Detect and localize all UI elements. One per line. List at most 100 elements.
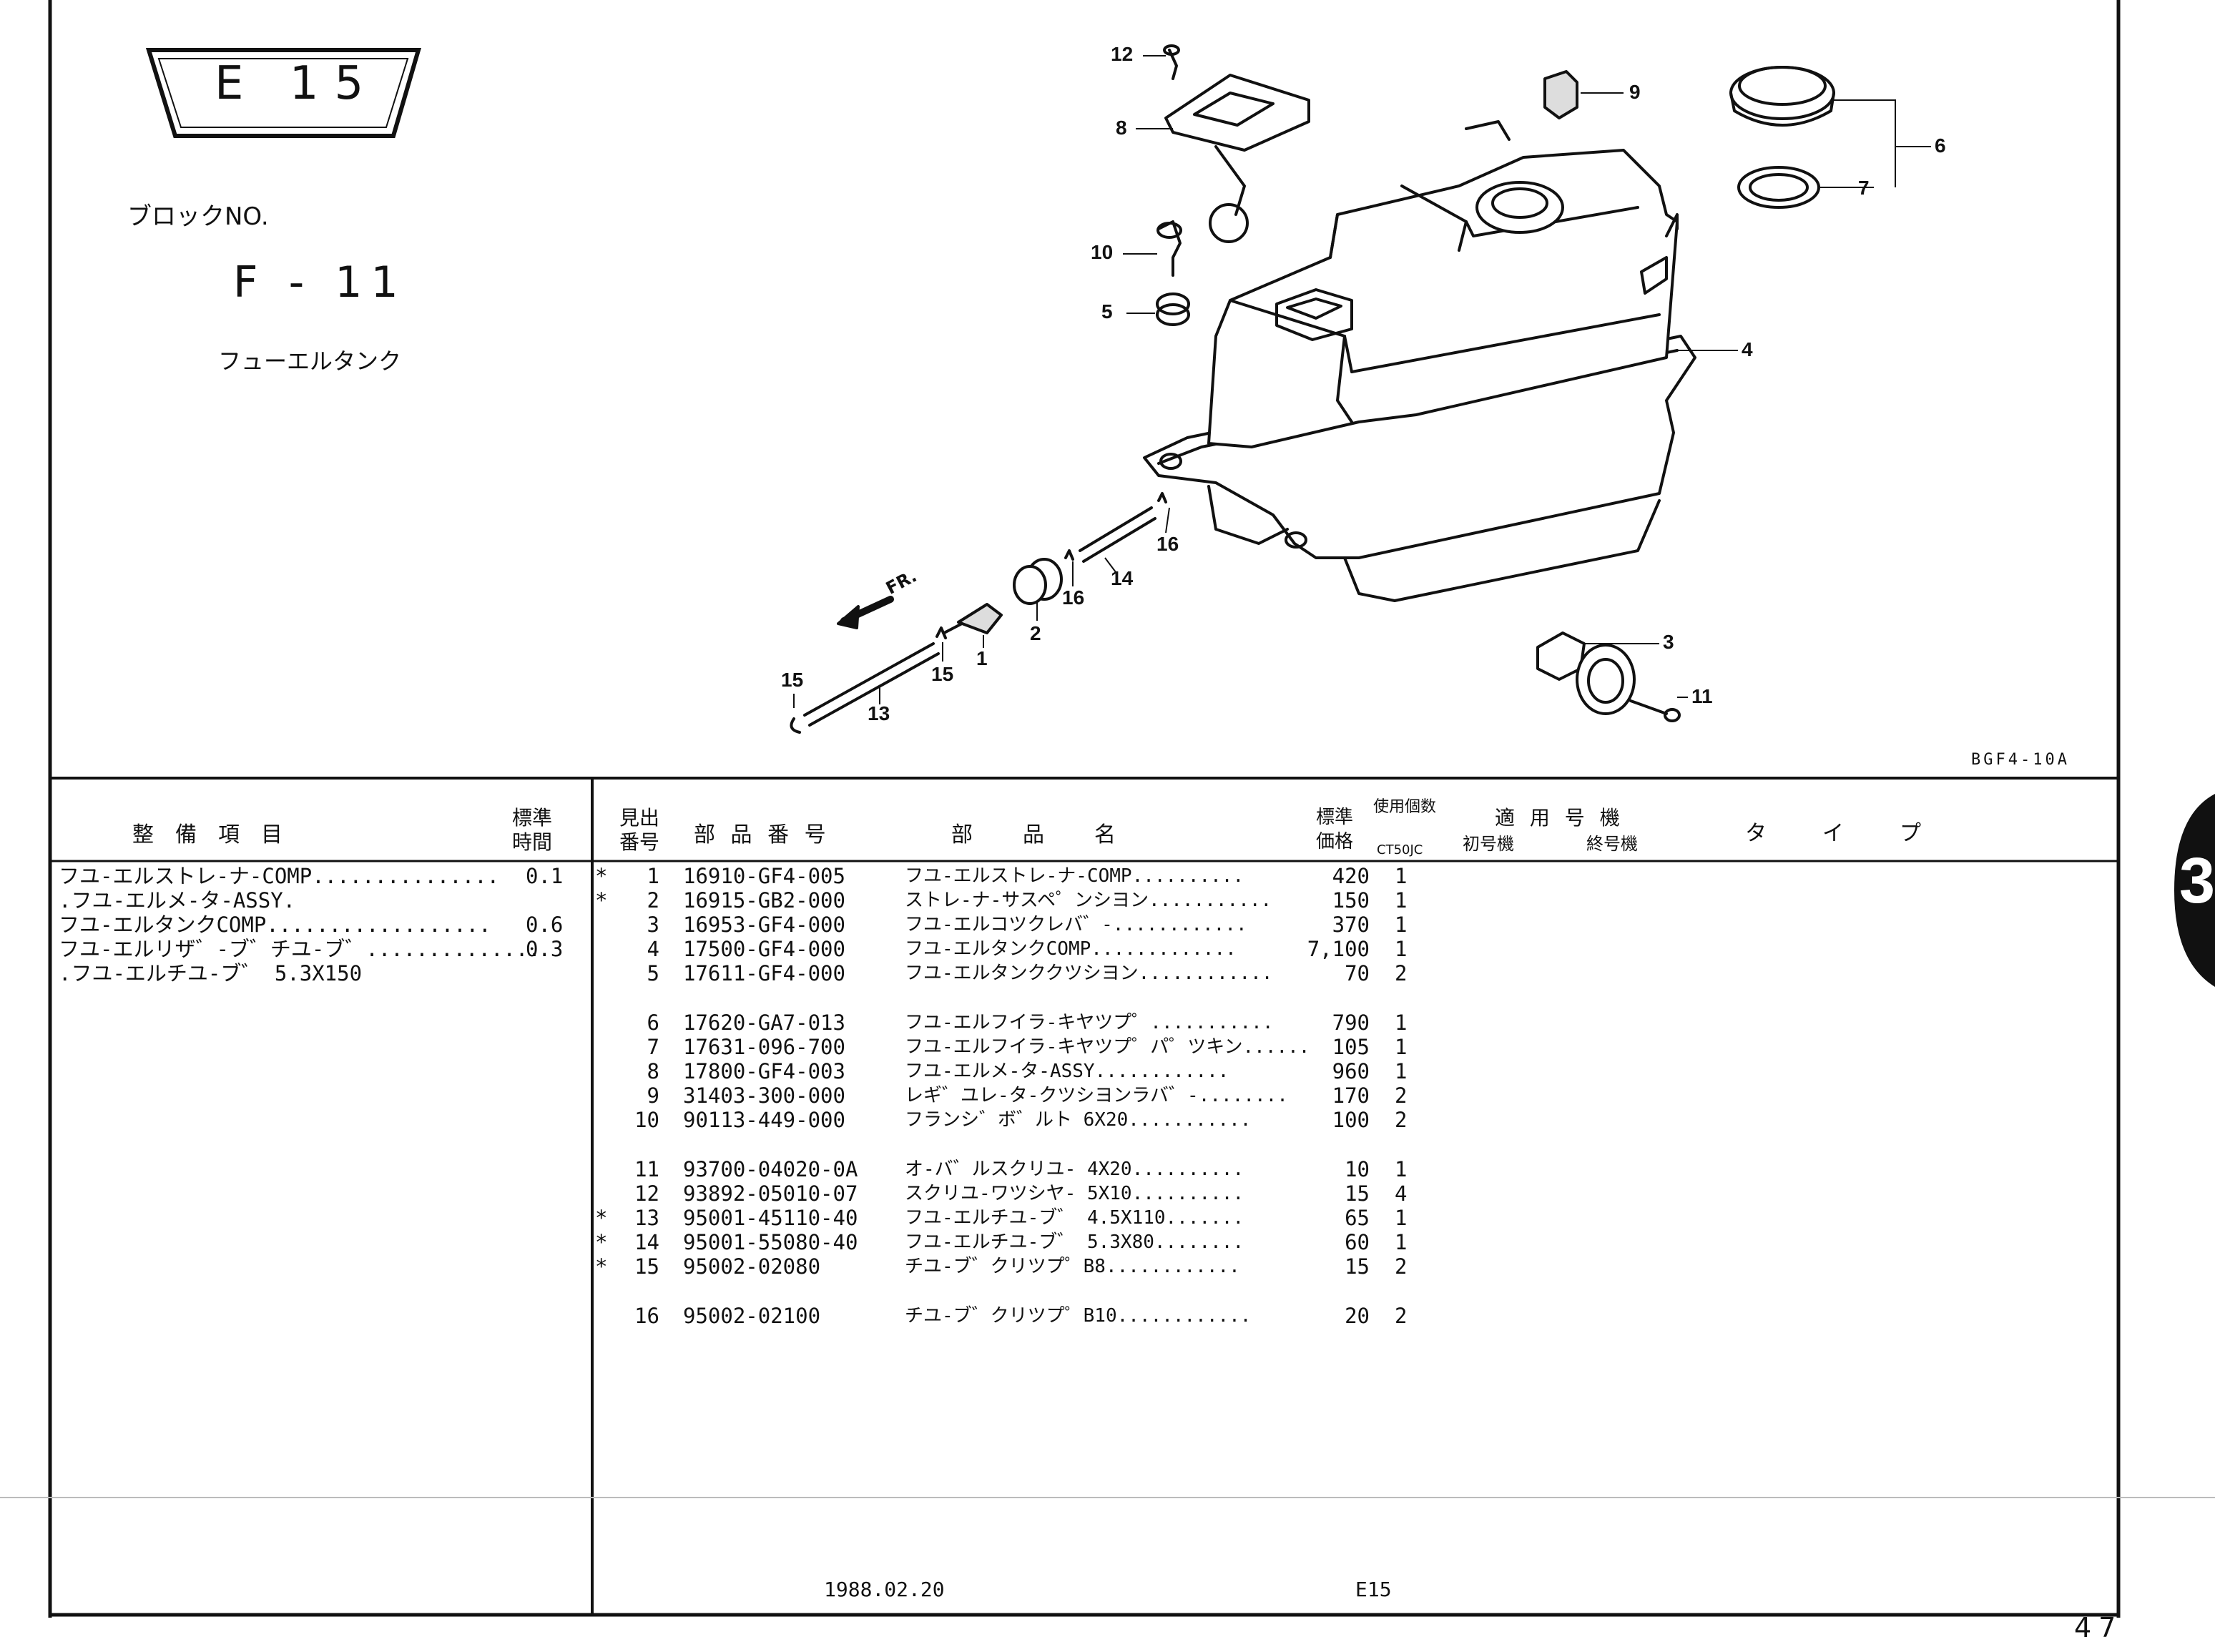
part-price: 70 bbox=[1345, 961, 1370, 985]
part-number: 16910-GF4-005 bbox=[683, 864, 845, 888]
part-name-header: 部 品 名 bbox=[951, 822, 1130, 847]
part-number-header: 部 品 番 号 bbox=[694, 822, 830, 847]
part-name: フユ-エルコツクレバ゛-............ bbox=[905, 914, 1247, 935]
callout-2: 2 bbox=[1030, 622, 1041, 644]
part-price: 170 bbox=[1332, 1083, 1370, 1108]
ref-header-2: 番号 bbox=[619, 830, 660, 854]
part-price: 790 bbox=[1332, 1011, 1370, 1035]
block-no-label: ブロックNO. bbox=[127, 202, 269, 231]
service-item-time: 0.3 bbox=[526, 937, 564, 961]
part-name: フユ-エルタンククツシヨン............ bbox=[905, 963, 1273, 984]
part-name: チユ-ブ゛クリツプ゜B8............ bbox=[905, 1256, 1240, 1277]
part-qty: 1 bbox=[1395, 1011, 1408, 1035]
part-name: フユ-エルチユ-ブ゛ 4.5X110....... bbox=[905, 1207, 1244, 1229]
part-mark: * bbox=[595, 1206, 608, 1230]
part-number: 31403-300-000 bbox=[683, 1083, 845, 1108]
service-item-name: フユ-エルストレ-ナ-COMP............... bbox=[59, 864, 500, 888]
block-badge-frame bbox=[145, 48, 421, 138]
svg-text:3: 3 bbox=[2179, 845, 2215, 917]
part-ref: 7 bbox=[647, 1035, 659, 1059]
callout-5: 5 bbox=[1101, 300, 1113, 323]
part-mark: * bbox=[595, 1230, 608, 1254]
callout-13: 13 bbox=[868, 702, 890, 724]
part-qty: 4 bbox=[1395, 1181, 1408, 1206]
part-name: フユ-エルタンクCOMP............. bbox=[905, 938, 1237, 960]
part-qty: 1 bbox=[1395, 888, 1408, 913]
part-name: ストレ-ナ-サスペ゜ンシヨン........... bbox=[905, 890, 1272, 911]
part-name: フユ-エルメ-タ-ASSY............ bbox=[905, 1061, 1229, 1082]
part-ref: 1 bbox=[647, 864, 659, 888]
part-ref: 12 bbox=[634, 1181, 659, 1206]
callout-14: 14 bbox=[1111, 567, 1134, 589]
part-price: 370 bbox=[1332, 913, 1370, 937]
callout-10: 10 bbox=[1091, 241, 1114, 263]
part-ref: 14 bbox=[634, 1230, 659, 1254]
qty-model-header: CT50JC bbox=[1377, 842, 1423, 857]
part-number: 93892-05010-07 bbox=[683, 1181, 858, 1206]
part-price: 420 bbox=[1332, 864, 1370, 888]
part-name: オ-バ゛ルスクリユ- 4X20.......... bbox=[905, 1159, 1244, 1180]
part-qty: 1 bbox=[1395, 937, 1408, 961]
part-number: 95002-02100 bbox=[683, 1304, 821, 1328]
service-item-name: フユ-エルタンクCOMP.................. bbox=[59, 913, 491, 937]
page-number: 47 bbox=[2074, 1612, 2123, 1643]
footer-date: 1988.02.20 bbox=[824, 1578, 945, 1601]
part-qty: 1 bbox=[1395, 913, 1408, 937]
part-mark: * bbox=[595, 888, 608, 913]
callout-7: 7 bbox=[1858, 177, 1870, 199]
part-name: フユ-エルストレ-ナ-COMP.......... bbox=[905, 865, 1244, 887]
ref-header-1: 見出 bbox=[619, 806, 660, 830]
part-ref: 4 bbox=[647, 937, 659, 961]
part-qty: 2 bbox=[1395, 1304, 1408, 1328]
callout-11: 11 bbox=[1691, 685, 1713, 707]
part-price: 960 bbox=[1332, 1059, 1370, 1083]
callout-16b: 16 bbox=[1062, 586, 1085, 609]
part-number: 93700-04020-0A bbox=[683, 1157, 858, 1181]
part-ref: 9 bbox=[647, 1083, 659, 1108]
applicable-header: 適 用 号 機 bbox=[1495, 806, 1624, 830]
part-ref: 16 bbox=[634, 1304, 659, 1328]
service-time-header-2: 時間 bbox=[512, 830, 553, 854]
part-qty: 1 bbox=[1395, 1157, 1408, 1181]
part-qty: 2 bbox=[1395, 1108, 1408, 1132]
part-number: 17800-GF4-003 bbox=[683, 1059, 845, 1083]
footer-code: E15 bbox=[1355, 1578, 1392, 1601]
part-ref: 6 bbox=[647, 1011, 659, 1035]
part-price: 15 bbox=[1345, 1181, 1370, 1206]
part-name: フユ-エルフイラ-キヤツプ゜........... bbox=[905, 1012, 1274, 1033]
part-name: フランシ゛ボ゛ルト 6X20........... bbox=[905, 1109, 1252, 1131]
part-ref: 10 bbox=[634, 1108, 659, 1132]
service-item-name: フユ-エルリザ゛-ブ゛チユ-ブ゛.............. bbox=[59, 937, 541, 961]
fuel-tank-diagram bbox=[790, 44, 1835, 734]
part-ref: 11 bbox=[634, 1157, 659, 1181]
part-name: レギ゛ユレ-タ-クツシヨンラバ゛-........ bbox=[905, 1085, 1288, 1106]
callout-16a: 16 bbox=[1156, 533, 1179, 555]
part-number: 17620-GA7-013 bbox=[683, 1011, 845, 1035]
diagram-code: BGF4-10A bbox=[1971, 751, 2070, 769]
part-price: 7,100 bbox=[1307, 937, 1370, 961]
part-ref: 3 bbox=[647, 913, 659, 937]
last-serial-header: 終号機 bbox=[1586, 834, 1638, 854]
callout-15a: 15 bbox=[931, 663, 954, 685]
service-item-name: .フユ-エルメ-タ-ASSY. bbox=[59, 888, 296, 913]
part-ref: 5 bbox=[647, 961, 659, 985]
part-number: 90113-449-000 bbox=[683, 1108, 845, 1132]
part-number: 17611-GF4-000 bbox=[683, 961, 845, 985]
part-qty: 1 bbox=[1395, 864, 1408, 888]
service-item-time: 0.1 bbox=[526, 864, 564, 888]
part-price: 20 bbox=[1345, 1304, 1370, 1328]
part-number: 95001-55080-40 bbox=[683, 1230, 858, 1254]
price-header-1: 標準 bbox=[1316, 807, 1354, 828]
block-name: フューエルタンク bbox=[218, 348, 402, 375]
part-qty: 2 bbox=[1395, 1254, 1408, 1279]
price-header-2: 価格 bbox=[1316, 831, 1354, 852]
part-number: 95002-02080 bbox=[683, 1254, 821, 1279]
part-ref: 2 bbox=[647, 888, 659, 913]
part-price: 60 bbox=[1345, 1230, 1370, 1254]
part-name: フユ-エルチユ-ブ゛ 5.3X80........ bbox=[905, 1231, 1244, 1253]
callout-12: 12 bbox=[1111, 43, 1134, 65]
part-number: 95001-45110-40 bbox=[683, 1206, 858, 1230]
part-qty: 1 bbox=[1395, 1206, 1408, 1230]
part-mark: * bbox=[595, 1254, 608, 1279]
